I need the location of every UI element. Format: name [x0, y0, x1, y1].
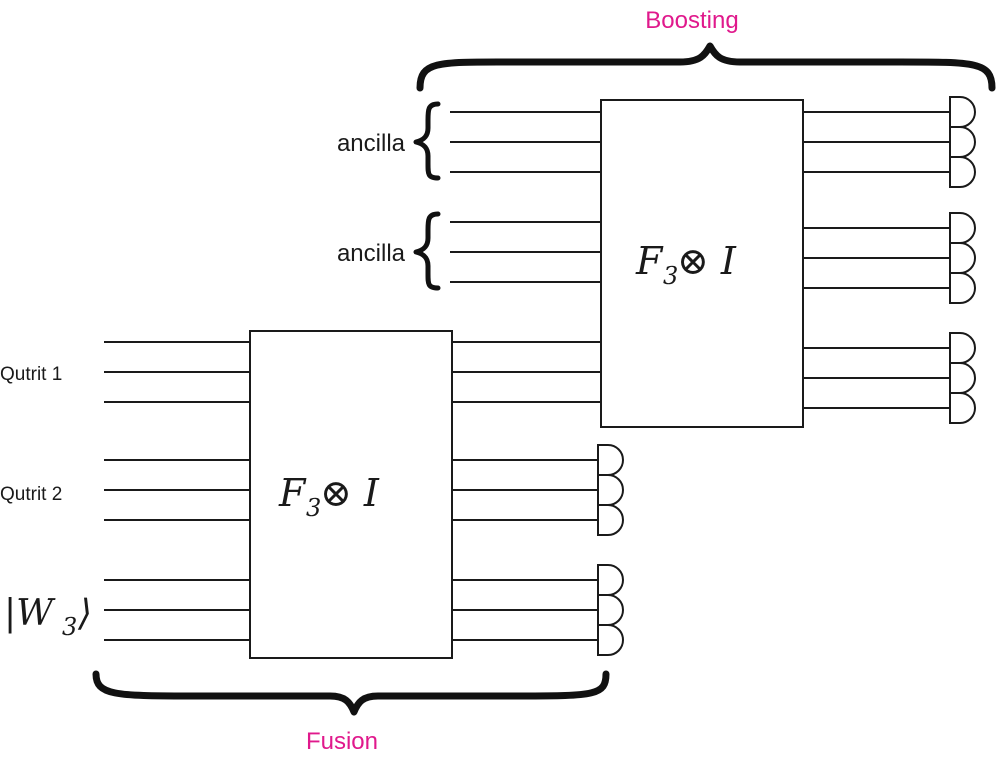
fusion-gate-label: F 3 ⊗ I — [278, 471, 380, 522]
ancilla-brace-1 — [413, 101, 441, 181]
boosting-ancilla-wires — [450, 111, 601, 283]
boosting-detectors — [949, 96, 976, 424]
fusion-output-wires — [452, 341, 601, 641]
detector-icon — [949, 362, 976, 394]
w3-close: ⟩ — [77, 593, 92, 634]
fusion-brace — [92, 670, 610, 716]
detector-icon — [597, 444, 624, 476]
qutrit1-label: Qutrit 1 — [0, 364, 62, 385]
detector-icon — [949, 156, 976, 188]
boosting-gate — [600, 99, 804, 428]
detector-icon — [597, 474, 624, 506]
fusion-gate-operator: ⊗ I — [320, 471, 380, 515]
detector-icon — [949, 242, 976, 274]
w3-label: |W — [4, 593, 56, 634]
detector-icon — [949, 126, 976, 158]
boosting-brace — [416, 42, 996, 92]
ancilla-brace-2 — [413, 211, 441, 291]
fusion-detectors — [597, 444, 624, 656]
ancilla-label-1: ancilla — [337, 130, 406, 157]
detector-icon — [597, 504, 624, 536]
fusion-gate-subscript: 3 — [306, 494, 321, 522]
boosting-label: Boosting — [645, 7, 738, 34]
ancilla-label-2: ancilla — [337, 240, 406, 267]
w3-subscript: 3 — [62, 613, 77, 641]
boosting-gate-subscript: 3 — [663, 262, 678, 290]
fusion-gate — [249, 330, 453, 659]
detector-icon — [597, 564, 624, 596]
detector-icon — [949, 332, 976, 364]
detector-icon — [949, 212, 976, 244]
boosting-output-wires — [803, 111, 950, 409]
fusion-input-wires — [104, 341, 250, 641]
boosting-gate-label: F 3 ⊗ I — [635, 239, 737, 290]
detector-icon — [949, 96, 976, 128]
detector-icon — [949, 392, 976, 424]
boosting-gate-operator: ⊗ I — [677, 239, 737, 283]
detector-icon — [949, 272, 976, 304]
w3-state-label: |W 3 ⟩ — [4, 593, 92, 641]
detector-icon — [597, 594, 624, 626]
boosting-gate-name: F — [635, 239, 664, 283]
detector-icon — [597, 624, 624, 656]
fusion-label: Fusion — [306, 728, 378, 755]
qutrit2-label: Qutrit 2 — [0, 484, 62, 505]
fusion-gate-name: F — [278, 471, 307, 515]
